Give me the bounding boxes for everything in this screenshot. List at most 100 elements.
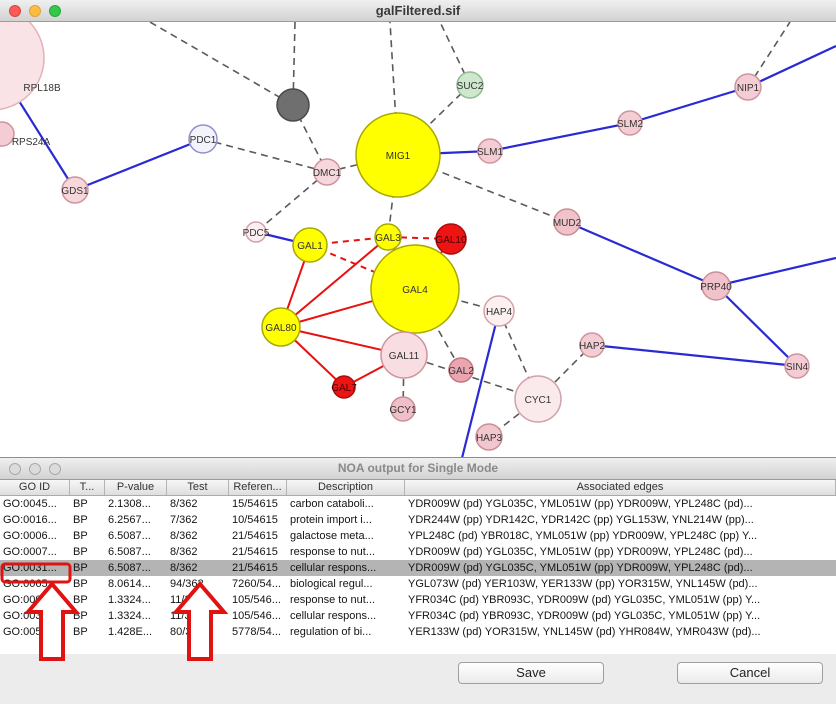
network-edge[interactable] [149, 22, 294, 106]
node-gcy1[interactable] [390, 396, 416, 422]
table-cell: 1.428E... [108, 626, 153, 638]
node-unlabeled[interactable] [276, 88, 310, 122]
network-edge[interactable] [461, 310, 501, 457]
column-header-6[interactable]: Associated edges [405, 480, 836, 495]
network-edge[interactable] [591, 343, 798, 368]
network-edge[interactable] [255, 171, 328, 233]
node-gds1[interactable] [61, 176, 89, 204]
table-cell: 10/54615 [232, 514, 278, 526]
node-label: GAL11 [389, 351, 420, 362]
zoom-button-icon[interactable] [49, 463, 61, 475]
node-nip1[interactable] [734, 73, 762, 101]
network-edge[interactable] [402, 354, 405, 410]
table-cell: GO:0006... [3, 530, 57, 542]
close-button-icon[interactable] [9, 463, 21, 475]
minimize-button-icon[interactable] [29, 463, 41, 475]
network-edge[interactable] [74, 137, 204, 192]
node-gal2[interactable] [448, 357, 474, 383]
node-pdc5[interactable] [245, 221, 267, 243]
column-header-0[interactable]: GO ID [0, 480, 70, 495]
table-cell: response to nut... [290, 546, 375, 558]
node-gal1[interactable] [292, 227, 328, 263]
node-slm2[interactable] [617, 110, 643, 136]
noa-window-titlebar[interactable]: NOA output for Single Mode [0, 458, 836, 480]
node-label: SLM1 [477, 147, 504, 158]
network-edge[interactable] [629, 85, 749, 125]
node-label: PRP40 [700, 282, 732, 293]
node-sin4[interactable] [784, 353, 810, 379]
minimize-button-icon[interactable] [29, 5, 41, 17]
network-edge[interactable] [498, 310, 539, 400]
node-mud2[interactable] [553, 208, 581, 236]
network-edge[interactable] [202, 138, 328, 173]
network-edge[interactable] [566, 220, 717, 288]
table-cell: BP [73, 514, 88, 526]
node-gal11[interactable] [380, 331, 428, 379]
node-label: RPL18B [23, 83, 61, 94]
node-label: HAP4 [486, 307, 513, 318]
table-cell: 8/362 [170, 498, 198, 510]
table-cell: 6.5087... [108, 530, 151, 542]
table-cell: 21/54615 [232, 546, 278, 558]
table-cell: YDR244W (pp) YDR142C, YDR142C (pp) YGL15… [408, 514, 754, 526]
column-header-3[interactable]: Test [167, 480, 229, 495]
close-button-icon[interactable] [9, 5, 21, 17]
table-cell: 1.3324... [108, 594, 151, 606]
column-header-1[interactable]: T... [70, 480, 105, 495]
node-rps24a[interactable] [0, 121, 15, 147]
network-canvas[interactable]: RPL18BRPS24AGDS1PDC1MIG1SUC2SLM1SLM2NIP1… [0, 22, 836, 457]
node-gal3[interactable] [374, 223, 402, 251]
node-hap3[interactable] [475, 423, 503, 451]
network-edge[interactable] [747, 45, 836, 88]
node-dmc1[interactable] [313, 158, 341, 186]
node-suc2[interactable] [456, 71, 484, 99]
node-gal4[interactable] [370, 244, 460, 334]
node-rpl18b[interactable] [0, 22, 45, 111]
network-edge[interactable] [397, 84, 471, 156]
node-pdc1[interactable] [188, 124, 218, 154]
network-edge[interactable] [715, 285, 798, 367]
column-header-5[interactable]: Description [287, 480, 405, 495]
node-prp40[interactable] [701, 271, 731, 301]
table-cell: 7260/54... [232, 578, 281, 590]
node-hap2[interactable] [579, 332, 605, 358]
column-header-2[interactable]: P-value [105, 480, 167, 495]
network-edge[interactable] [292, 22, 296, 106]
cancel-button[interactable]: Cancel [677, 662, 823, 684]
node-label: GAL4 [402, 285, 428, 296]
table-cell: 8/362 [170, 546, 198, 558]
network-edge[interactable] [489, 121, 631, 153]
network-edge[interactable] [309, 244, 416, 290]
zoom-button-icon[interactable] [49, 5, 61, 17]
node-cyc1[interactable] [514, 375, 562, 423]
save-button[interactable]: Save [458, 662, 604, 684]
node-mig1[interactable] [355, 112, 441, 198]
table-cell: GO:0007... [3, 546, 57, 558]
table-cell: GO:0031... [3, 610, 57, 622]
node-label: SLM2 [617, 119, 644, 130]
network-edge[interactable] [389, 22, 399, 156]
node-label: MUD2 [553, 218, 582, 229]
table-cell: 21/54615 [232, 530, 278, 542]
node-gal80[interactable] [261, 307, 301, 347]
node-gal10[interactable] [435, 223, 467, 255]
network-edge[interactable] [715, 256, 836, 288]
node-label: HAP3 [476, 433, 503, 444]
column-header-4[interactable]: Referen... [229, 480, 287, 495]
table-cell: 6.5087... [108, 562, 151, 574]
network-window-titlebar[interactable]: galFiltered.sif [0, 0, 836, 22]
node-hap4[interactable] [483, 295, 515, 327]
node-gal7[interactable] [332, 375, 356, 399]
network-edge[interactable] [280, 236, 389, 328]
node-slm1[interactable] [477, 138, 503, 164]
table-cell: YDR009W (pd) YGL035C, YML051W (pp) YDR00… [408, 498, 753, 510]
